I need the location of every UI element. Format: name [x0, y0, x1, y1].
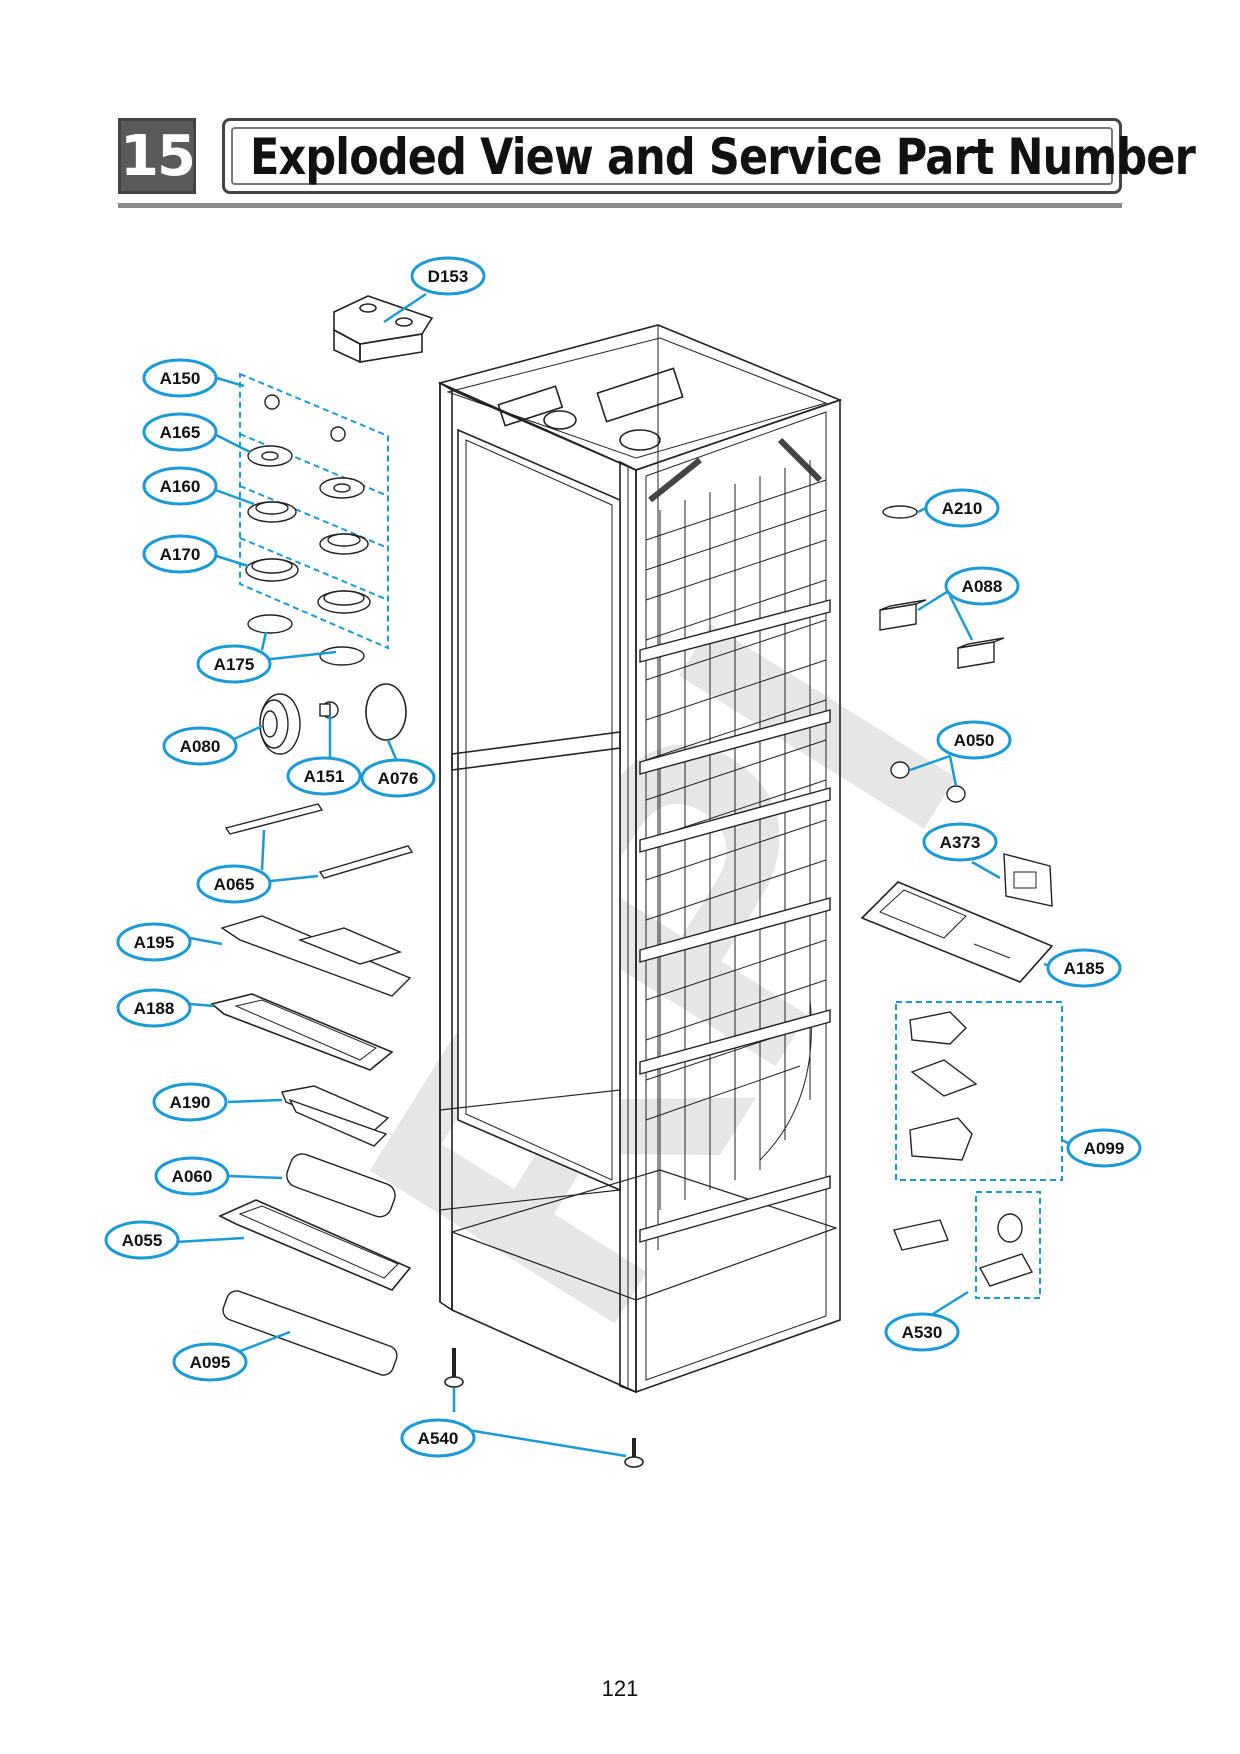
part-a195-shelf-cover: [220, 915, 412, 997]
part-d153-hinge-cover: [333, 295, 434, 364]
part-a190-tray: [281, 1085, 390, 1147]
parts-a099-sensors: [909, 1011, 978, 1161]
callout-a050: A050: [954, 731, 995, 750]
callout-a076: A076: [378, 769, 419, 788]
callout-a188: A188: [134, 999, 175, 1018]
title-frame: [222, 118, 1122, 194]
callout-a530: A530: [902, 1323, 943, 1342]
callout-a160: A160: [160, 477, 201, 496]
refrigerator-cabinet-frame: [437, 324, 843, 1394]
callout-a088: A088: [962, 577, 1003, 596]
part-group-a099: [895, 1001, 1063, 1181]
section-number: 15: [118, 118, 196, 194]
part-a188-shelf-frame: [210, 993, 394, 1071]
part-a060-gasket: [286, 1153, 396, 1218]
callout-a195: A195: [134, 933, 175, 952]
callout-a095: A095: [190, 1353, 231, 1372]
part-a373-control-module: [1003, 853, 1053, 907]
callout-bubbles: [104, 256, 1142, 1458]
callout-a165: A165: [160, 423, 201, 442]
part-a050-bumpers: [890, 761, 966, 803]
callout-d153: D153: [428, 267, 469, 286]
part-a095-gasket: [222, 1290, 398, 1376]
header-rule: [118, 203, 1122, 208]
callout-a175: A175: [214, 655, 255, 674]
shelf-rails: [639, 599, 831, 1243]
callout-a540: A540: [418, 1429, 459, 1448]
page-number: 121: [601, 1676, 639, 1701]
part-a080-damper-housing: [259, 693, 301, 755]
callout-a060: A060: [172, 1167, 213, 1186]
part-a065-rails: [224, 803, 414, 879]
part-a151-knob: [319, 701, 339, 719]
part-a185-front-panel: [860, 881, 1054, 983]
parts-a530-hinges: [893, 1213, 1034, 1287]
part-a076-gasket: [365, 683, 407, 741]
callout-a065: A065: [214, 875, 255, 894]
part-a088-blocks: [879, 599, 1005, 669]
part-a175-o-rings: [247, 614, 365, 666]
part-group-a530: [975, 1191, 1041, 1299]
leader-lines: [175, 292, 1071, 1458]
callout-a190: A190: [170, 1093, 211, 1112]
callout-a185: A185: [1064, 959, 1105, 978]
callout-a150: A150: [160, 369, 201, 388]
callout-a170: A170: [160, 545, 201, 564]
callout-a373: A373: [940, 833, 981, 852]
callout-a099: A099: [1084, 1139, 1125, 1158]
part-a540-leveling-legs: [444, 1348, 644, 1468]
part-a210-cap: [882, 505, 918, 519]
callout-a210: A210: [942, 499, 983, 518]
callout-a080: A080: [180, 737, 221, 756]
evaporator-wire-grid: [645, 460, 827, 1210]
callout-a055: A055: [122, 1231, 163, 1250]
part-a055-drawer-frame: [218, 1199, 412, 1291]
page-title: Exploded View and Service Part Number: [250, 128, 1196, 186]
parts-a150-a170-gears: [245, 394, 371, 614]
callout-a151: A151: [304, 767, 345, 786]
